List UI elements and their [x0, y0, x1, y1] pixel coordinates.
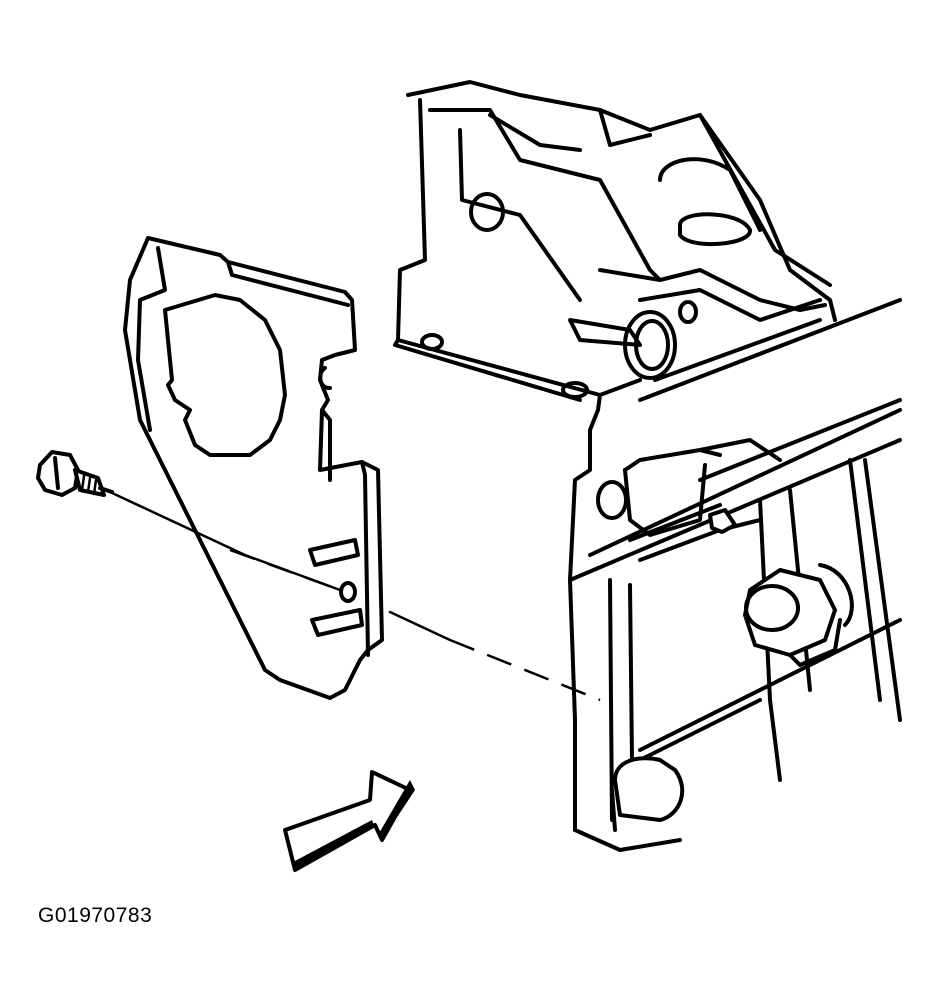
hex-nut: [743, 563, 854, 667]
direction-arrow: [283, 770, 415, 872]
lower-plug: [610, 756, 685, 832]
bolt: [36, 450, 114, 497]
figure-id-label: G01970783: [38, 904, 153, 927]
timing-cover: [123, 236, 384, 700]
engine-block: [393, 80, 902, 852]
alignment-lines: [108, 490, 601, 702]
